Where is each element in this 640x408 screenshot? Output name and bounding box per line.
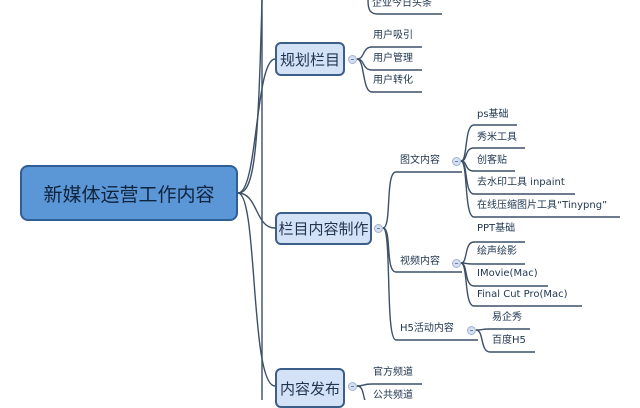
branch-node-planning[interactable]: 规划栏目 [275,42,345,76]
mindmap-leaf[interactable]: 公共频道 [373,390,413,401]
branch-label: 栏目内容制作 [278,220,369,238]
branch-label: 规划栏目 [279,50,340,69]
collapse-icon[interactable] [452,157,461,166]
mindmap-leaf[interactable]: 百度H5 [492,335,526,346]
mindmap-leaf[interactable]: 绘声绘影 [477,246,517,257]
mindmap-leaf[interactable]: 官方频道 [373,367,413,378]
collapse-icon[interactable] [348,382,357,391]
root-node[interactable]: 新媒体运营工作内容 [20,165,238,221]
branch-label: 内容发布 [279,379,340,398]
collapse-icon[interactable] [374,224,383,233]
mindmap-leaf[interactable]: 用户吸引 [373,30,413,41]
group-node[interactable]: H5活动内容 [400,323,454,334]
mindmap-leaf[interactable]: 在线压缩图片工具“Tinypng” [477,200,608,211]
mindmap-leaf[interactable]: ps基础 [477,109,509,120]
group-node[interactable]: 视频内容 [400,256,440,267]
mindmap-leaf[interactable]: 创客贴 [477,155,507,166]
collapse-icon[interactable] [452,259,461,268]
mindmap-leaf[interactable]: 企业今日头条 [372,0,432,9]
group-node[interactable]: 图文内容 [400,155,440,166]
branch-node-publishing[interactable]: 内容发布 [275,368,345,408]
mindmap-leaf[interactable]: 去水印工具 inpaint [477,177,565,188]
branch-node-content-production[interactable]: 栏目内容制作 [275,212,372,245]
mindmap-leaf[interactable]: Final Cut Pro(Mac) [477,289,568,300]
mindmap-leaf[interactable]: PPT基础 [477,223,516,234]
collapse-icon[interactable] [467,326,476,335]
collapse-icon[interactable] [348,55,357,64]
mindmap-leaf[interactable]: 易企秀 [492,312,522,323]
mindmap-leaf[interactable]: IMovie(Mac) [477,268,538,279]
root-label: 新媒体运营工作内容 [43,183,215,206]
mindmap-leaf[interactable]: 秀米工具 [477,132,517,143]
mindmap-leaf[interactable]: 用户转化 [373,75,413,86]
mindmap-leaf[interactable]: 用户管理 [373,53,413,64]
